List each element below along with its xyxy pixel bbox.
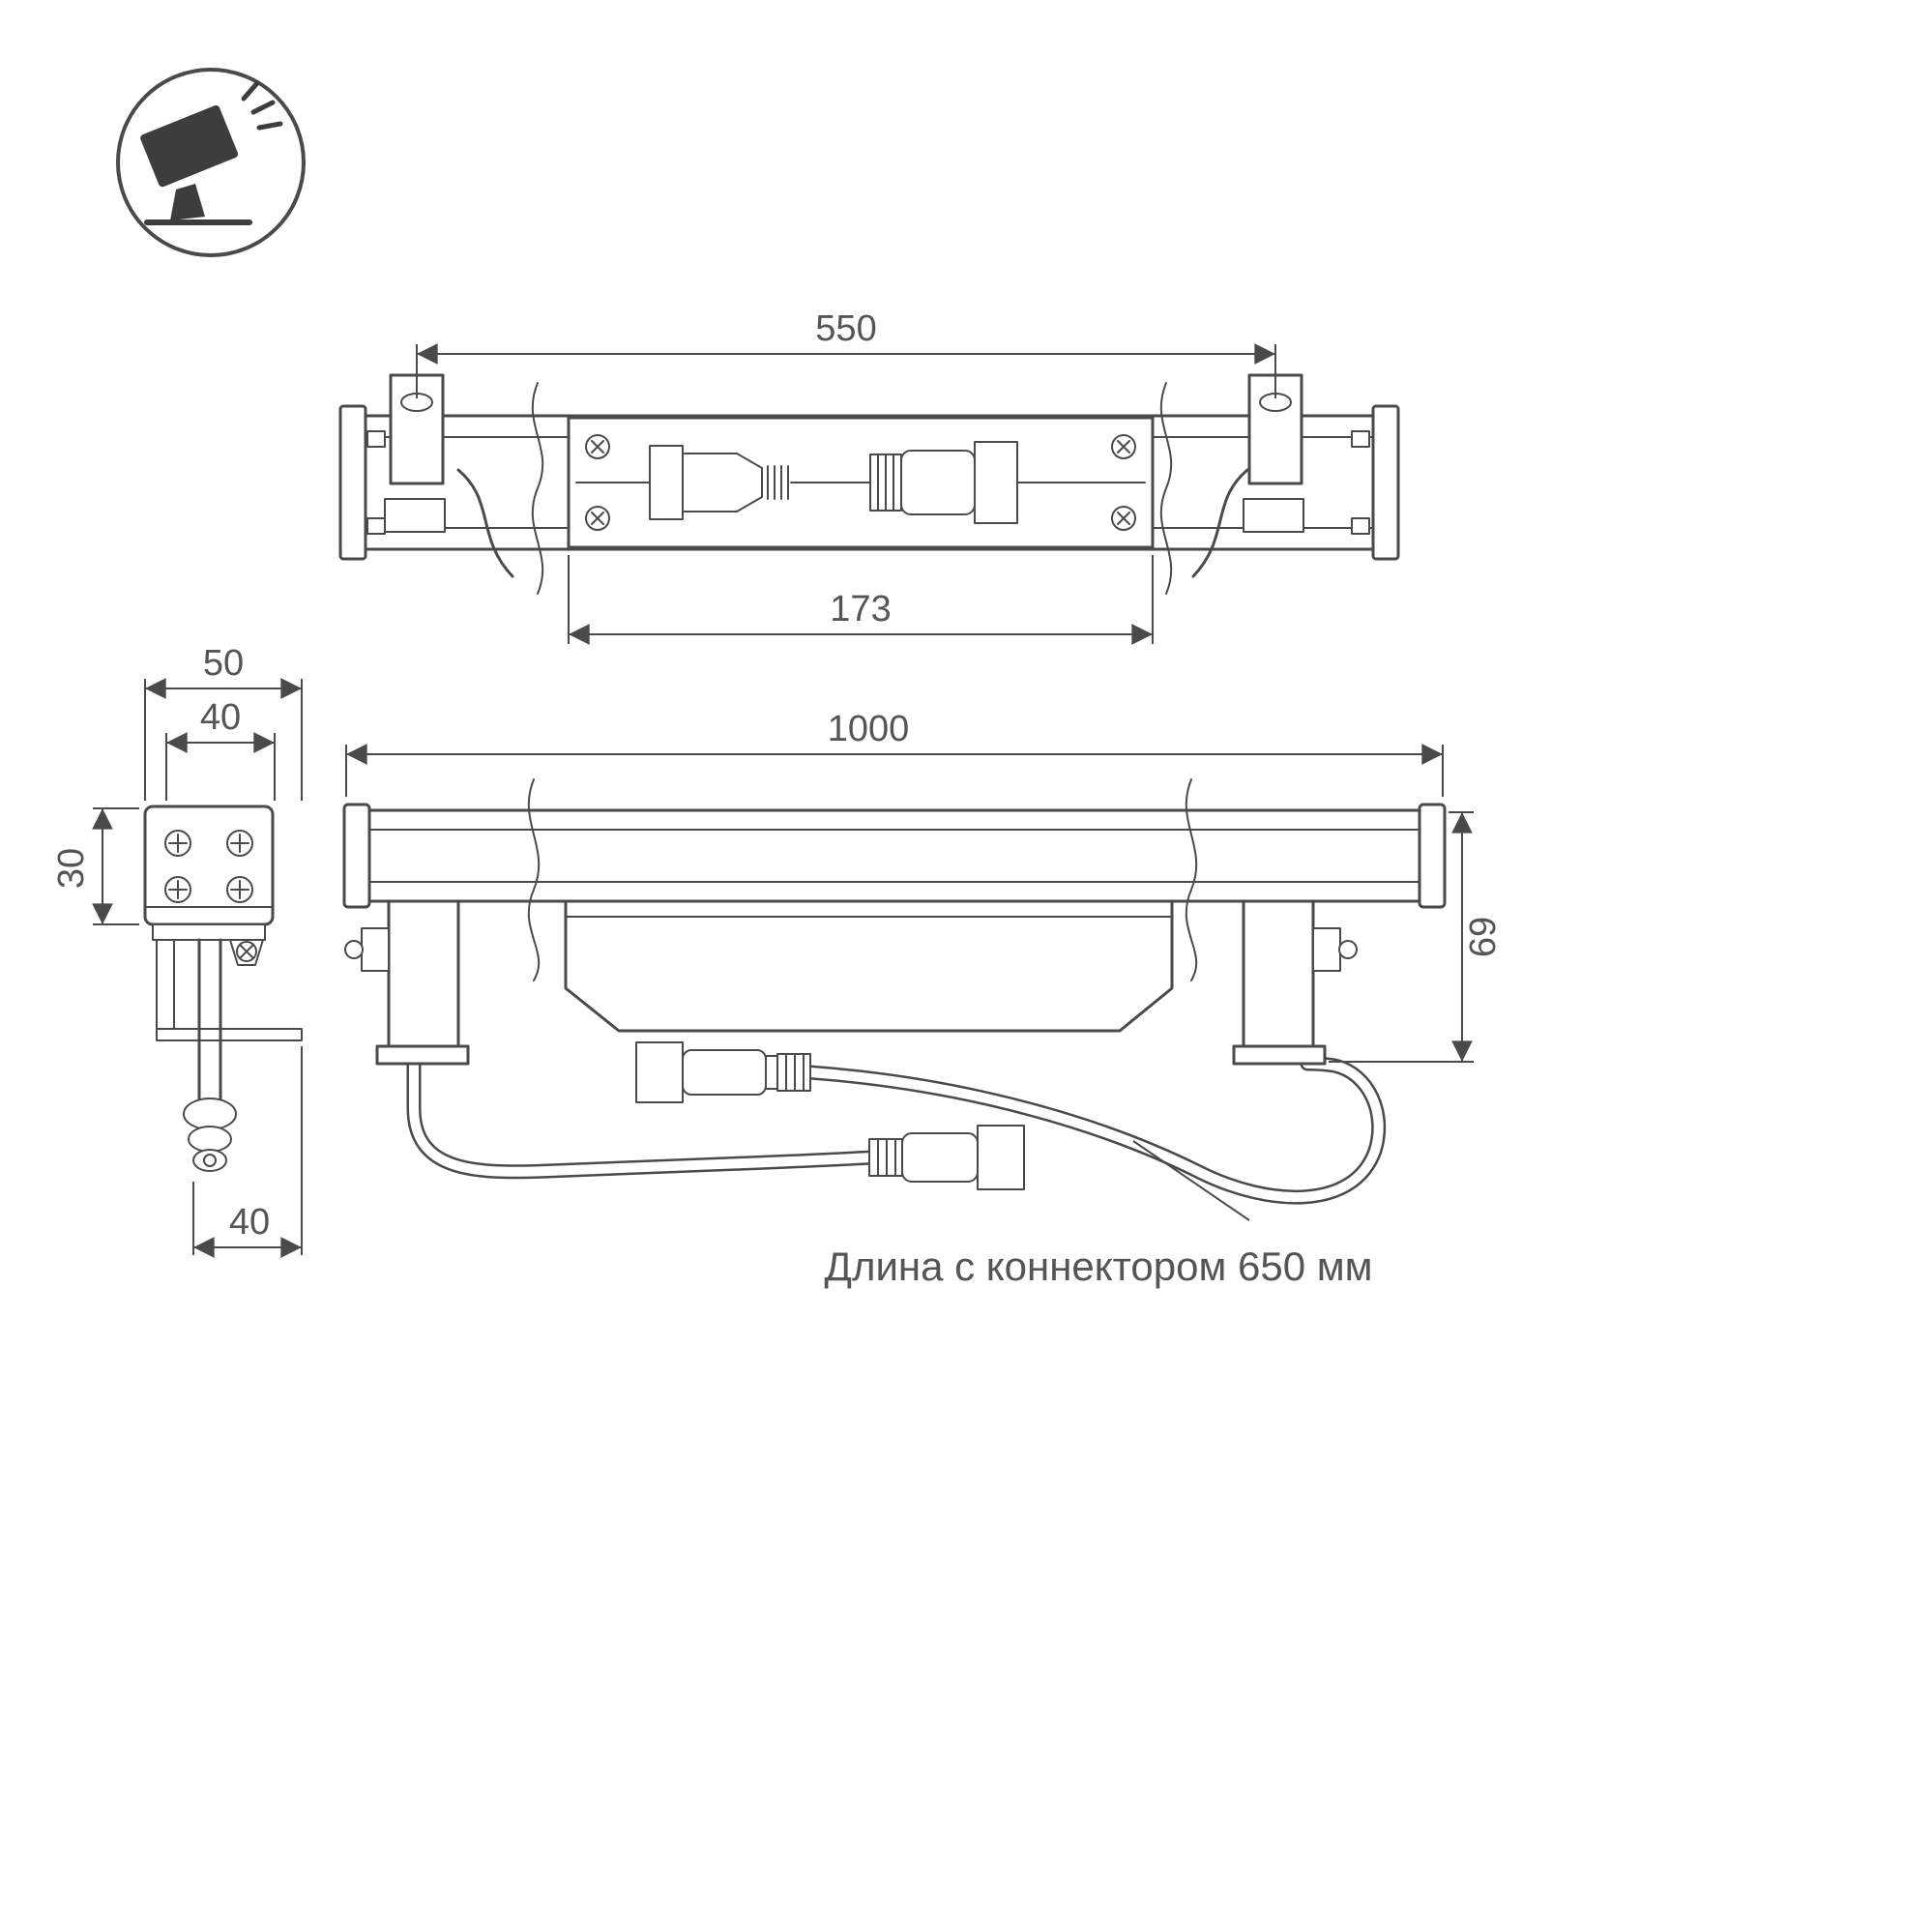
icon-light-rays: [241, 80, 283, 131]
front-cables: [406, 1056, 1387, 1205]
side-view: [143, 805, 303, 1172]
dim-label-50: 50: [203, 643, 244, 684]
front-driver-housing: [564, 899, 1174, 1033]
screw-icon: [585, 434, 610, 459]
front-bracket-left-foot: [375, 1044, 470, 1066]
screw-icon: [1111, 434, 1136, 459]
flood-light-icon: [116, 68, 306, 257]
bracket-knob-right: [1338, 940, 1358, 959]
dim-173: 173: [568, 555, 1154, 645]
dim-69: 69: [1329, 811, 1504, 1063]
connector-length-note: Длина с коннектором 650 мм: [825, 1140, 1373, 1289]
screw-icon: [226, 876, 253, 903]
screw-icon: [1111, 506, 1136, 531]
side-bracket-plate: [156, 939, 175, 1030]
side-connector-ring: [188, 1126, 232, 1153]
side-connector-ring: [183, 1098, 237, 1130]
dim-1000: 1000: [345, 709, 1444, 797]
top-bracket-right: [1247, 373, 1303, 485]
screw-icon: [164, 876, 191, 903]
break-line: [531, 382, 544, 595]
cable-curve-right: [1191, 468, 1249, 578]
front-endcap-left: [342, 803, 371, 909]
dim-label-40-top: 40: [200, 697, 241, 738]
note-text: Длина с коннектором 650 мм: [825, 1244, 1373, 1289]
side-clamp: [152, 923, 266, 941]
side-bracket-arm: [156, 1028, 303, 1041]
break-line: [1185, 778, 1198, 981]
dim-label-40-bottom: 40: [229, 1202, 270, 1243]
front-view: [342, 778, 1447, 1205]
top-endcap-left: [338, 404, 367, 561]
dim-label-69: 69: [1463, 917, 1504, 957]
front-bracket-left: [387, 899, 460, 1048]
leader-line: [1132, 1140, 1250, 1221]
screw-icon: [585, 506, 610, 531]
front-connector-lower: [868, 1125, 1025, 1190]
break-line: [1159, 382, 1173, 595]
icon-circle: [116, 68, 306, 257]
dim-550: 550: [416, 308, 1276, 398]
front-bracket-right: [1242, 899, 1315, 1048]
icon-lamp-head: [140, 104, 239, 188]
dim-30: 30: [51, 807, 139, 925]
front-bracket-right-foot: [1232, 1044, 1327, 1066]
icon-lamp-stand: [170, 184, 205, 220]
break-line: [527, 778, 541, 981]
dim-label-173: 173: [830, 589, 891, 629]
front-endcap-right: [1418, 803, 1447, 909]
dim-50: 50: [144, 643, 303, 801]
screw-icon: [164, 830, 191, 857]
dim-label-1000: 1000: [828, 709, 910, 749]
front-connector-upper: [635, 1041, 811, 1103]
top-cable-connectors: [575, 441, 1146, 524]
dim-40-top: 40: [165, 697, 276, 801]
screw-icon: [226, 830, 253, 857]
dim-40-bottom: 40: [192, 1046, 303, 1258]
dim-label-30: 30: [51, 848, 92, 889]
front-tube-body: [367, 808, 1421, 903]
top-view: [338, 373, 1400, 595]
cable-curve-left: [456, 468, 514, 578]
dim-label-550: 550: [815, 308, 876, 349]
top-endcap-right: [1371, 404, 1400, 561]
bracket-knob-left: [344, 940, 364, 959]
